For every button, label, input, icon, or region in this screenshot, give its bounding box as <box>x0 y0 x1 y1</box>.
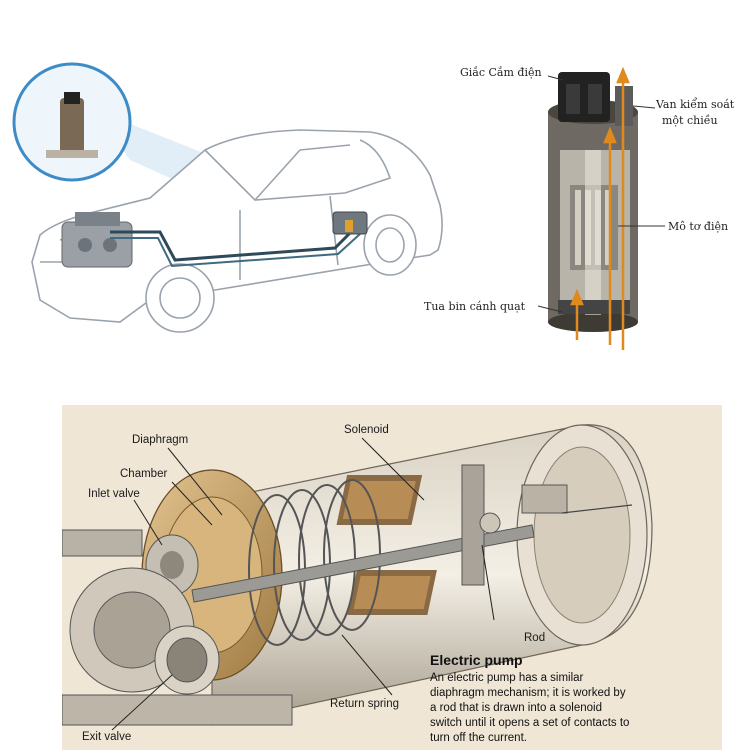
fuel-pump-cutaway <box>548 66 638 350</box>
caption-line-5: turn off the current. <box>430 732 527 744</box>
electric-pump-illustration: Diaphragm Solenoid Chamber Inlet valve R… <box>62 405 722 750</box>
caption-line-1: An electric pump has a similar <box>430 672 584 684</box>
electric-pump-svg: Diaphragm Solenoid Chamber Inlet valve R… <box>62 405 722 750</box>
rod-leader <box>481 544 495 621</box>
flow-arrows <box>570 66 630 350</box>
caption-line-4: switch until it opens a set of contacts … <box>430 717 629 729</box>
electrical-connector <box>558 72 610 122</box>
exit-valve <box>62 529 293 726</box>
caption-line-2: diaphragm mechanism; it is worked by <box>430 687 626 699</box>
connector-leader <box>547 75 564 81</box>
inlet-valve-label: Inlet valve <box>88 488 140 500</box>
exit-valve-label: Exit valve <box>82 731 131 743</box>
connector-label: Giắc Cắm điện <box>460 66 542 79</box>
caption-title: Electric pump <box>430 652 523 668</box>
inlet-valve-leader <box>133 499 163 546</box>
fuel-system-svg: Giắc Cắm điện Van kiểm soát một chiều Mô… <box>12 62 735 350</box>
rod <box>191 524 535 603</box>
chamber-label: Chamber <box>120 468 167 480</box>
caption-block: Electric pump An electric pump has a sim… <box>430 652 629 744</box>
exit-valve-leader <box>111 674 173 731</box>
fuel-tank <box>332 211 368 235</box>
car-outline <box>31 129 443 333</box>
solenoid-label: Solenoid <box>344 424 389 436</box>
contact-bracket <box>461 464 633 586</box>
return-spring-label: Return spring <box>330 698 399 710</box>
inset-pump-icon <box>46 92 98 158</box>
return-line <box>110 233 361 268</box>
fuel-system-illustration: Giắc Cắm điện Van kiểm soát một chiều Mô… <box>12 62 735 350</box>
check-valve-label-line2: một chiều <box>662 114 718 127</box>
fuel-line <box>110 226 357 262</box>
solenoid-leader <box>361 437 425 501</box>
return-spring-leader <box>341 634 393 696</box>
rod-label: Rod <box>524 632 545 644</box>
check-valve-label-line1: Van kiểm soát <box>655 97 735 111</box>
motor-label: Mô tơ điện <box>668 220 728 233</box>
caption-line-3: a rod that is drawn into a solenoid <box>430 702 602 714</box>
turbine <box>558 300 630 314</box>
diaphragm-label: Diaphragm <box>132 434 188 446</box>
diaphragm-leader <box>167 447 223 516</box>
check-valve-leader <box>632 105 656 109</box>
turbine-label: Tua bin cánh quạt <box>424 300 526 313</box>
solenoid-coil <box>336 475 437 615</box>
turbine-leader <box>537 305 563 313</box>
chamber-leader <box>171 481 213 526</box>
